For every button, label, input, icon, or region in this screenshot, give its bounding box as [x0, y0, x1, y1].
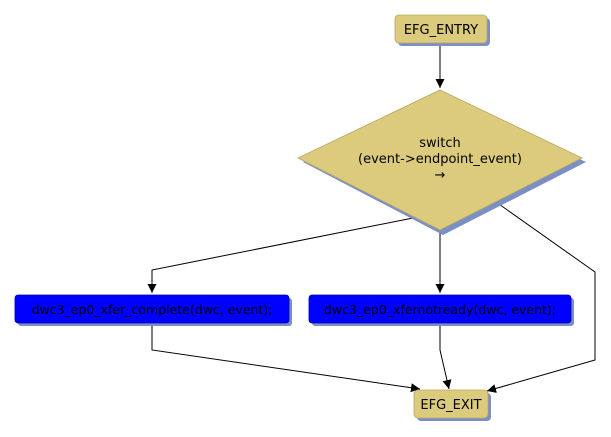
switch-decision-line1: switch: [419, 136, 461, 151]
call-node-xfer-complete: dwc3_ep0_xfer_complete(dwc, event);: [14, 294, 292, 326]
edges: [147, 44, 596, 393]
edge-switch-to-exit: [486, 201, 596, 393]
edge-xfer-complete-to-exit: [151, 324, 421, 393]
edge-xfernotready-to-exit: [439, 324, 452, 390]
entry-node: EFG_ENTRY: [394, 14, 490, 46]
exit-node-box: [413, 389, 489, 419]
entry-node-label: EFG_ENTRY: [404, 23, 478, 38]
switch-decision-line2: (event->endpoint_event): [358, 152, 522, 167]
exit-node-label: EFG_EXIT: [420, 398, 481, 413]
switch-decision-arrow: →: [435, 168, 446, 183]
switch-decision-node: switch (event->endpoint_event) →: [297, 89, 586, 235]
edge-switch-to-xfer-complete: [147, 217, 414, 293]
call-node-xfernotready-label: dwc3_ep0_xfernotready(dwc, event);: [324, 302, 556, 317]
call-node-xfernotready-box: [308, 294, 572, 324]
call-node-xfer-complete-label: dwc3_ep0_xfer_complete(dwc, event);: [32, 302, 273, 317]
call-node-xfer-complete-box: [14, 294, 290, 324]
switch-decision-diamond: [297, 89, 583, 231]
exit-node: EFG_EXIT: [413, 389, 491, 421]
entry-node-box: [394, 14, 488, 44]
call-node-xfernotready: dwc3_ep0_xfernotready(dwc, event);: [308, 294, 574, 326]
